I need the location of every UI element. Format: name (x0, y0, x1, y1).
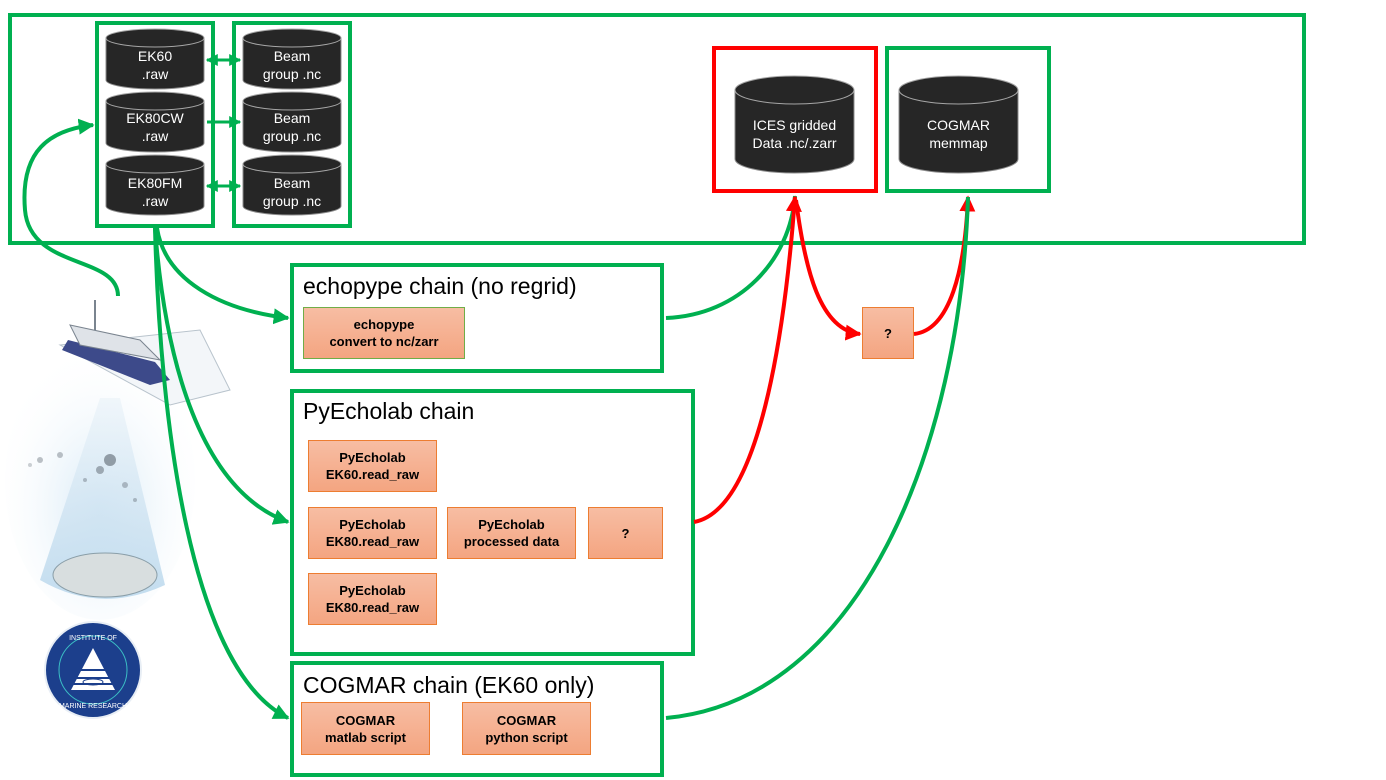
pyecholab-ek80-read-raw-step[interactable]: PyEcholab EK80.read_raw (308, 507, 437, 559)
database-icon (105, 91, 205, 153)
logo-text-bottom: MARINE RESEARCH (59, 703, 127, 710)
echopype-convert-step[interactable]: echopype convert to nc/zarr (303, 307, 465, 359)
raw-file-ext: .raw (141, 66, 169, 82)
beam-file-label: Beam (273, 110, 311, 126)
water-glow (5, 340, 195, 620)
ices-store-format: Data .nc/.zarr (752, 135, 837, 151)
database-icon (898, 75, 1019, 174)
beam-file-ext: group .nc (262, 193, 322, 209)
pyecholab-ek60-read-raw-step[interactable]: PyEcholab EK60.read_raw (308, 440, 437, 492)
pyecholab-ek80-read-raw-step-2[interactable]: PyEcholab EK80.read_raw (308, 573, 437, 625)
wake (58, 329, 231, 406)
raw-file-ek60[interactable]: EK60 .raw (105, 28, 205, 90)
database-icon (105, 154, 205, 216)
database-icon (242, 154, 342, 216)
beam-group-file-3[interactable]: Beam group .nc (242, 154, 342, 216)
raw-file-ek80fm[interactable]: EK80FM .raw (105, 154, 205, 216)
cogmar-memmap-store[interactable]: COGMAR memmap (898, 75, 1019, 175)
ices-gridded-target-box (712, 46, 878, 193)
raw-file-label: EK80FM (127, 175, 183, 191)
sonar-beam (40, 398, 165, 599)
pyecholab-chain-title: PyEcholab chain (303, 398, 475, 424)
beam-file-ext: group .nc (262, 128, 322, 144)
beam-file-label: Beam (273, 48, 311, 64)
raw-file-label: EK60 (137, 48, 173, 64)
echopype-chain-box (290, 263, 664, 373)
database-icon (105, 28, 205, 90)
logo-text-top: INSTITUTE OF (69, 635, 117, 642)
arrow-raw-to-cogmar-chain (153, 227, 290, 720)
vessel-superstructure (69, 324, 162, 361)
database-icon (734, 75, 855, 174)
seabed-school (52, 552, 158, 598)
beam-group-file-2[interactable]: Beam group .nc (242, 91, 342, 153)
beam-file-label: Beam (273, 175, 311, 191)
raw-file-ek80cw[interactable]: EK80CW .raw (105, 91, 205, 153)
raw-file-ext: .raw (141, 193, 169, 209)
cogmar-chain-title: COGMAR chain (EK60 only) (303, 672, 595, 698)
ices-gridded-data-store[interactable]: ICES gridded Data .nc/.zarr (734, 75, 855, 175)
cogmar-matlab-script-step[interactable]: COGMAR matlab script (301, 702, 430, 755)
data-store-container (8, 13, 1306, 245)
beam-group-file-1[interactable]: Beam group .nc (242, 28, 342, 90)
institute-of-marine-research-logo: INSTITUTE OF MARINE RESEARCH (43, 620, 143, 720)
unknown-regrid-step[interactable]: ? (862, 307, 914, 359)
ices-store-label: ICES gridded (752, 117, 837, 133)
database-icon (242, 28, 342, 90)
pyecholab-processed-data-step[interactable]: PyEcholab processed data (447, 507, 576, 559)
pyecholab-unknown-step[interactable]: ? (588, 507, 663, 559)
fish-school (28, 452, 137, 502)
cogmar-chain-box (290, 661, 664, 777)
cogmar-store-label: COGMAR (927, 117, 990, 133)
vessel-hull (62, 340, 170, 385)
echopype-chain-title: echopype chain (no regrid) (303, 273, 577, 299)
beam-file-ext: group .nc (262, 66, 322, 82)
cogmar-python-script-step[interactable]: COGMAR python script (462, 702, 591, 755)
cogmar-memmap-target-box (885, 46, 1051, 193)
arrow-cogmar-chain-to-memmap (665, 196, 970, 720)
database-icon (242, 91, 342, 153)
arrow-raw-to-pyecholab (153, 227, 290, 525)
cogmar-store-format: memmap (929, 135, 988, 151)
raw-file-ext: .raw (141, 128, 169, 144)
arrow-pyecholab-to-ices (693, 195, 802, 524)
raw-file-label: EK80CW (126, 110, 184, 126)
